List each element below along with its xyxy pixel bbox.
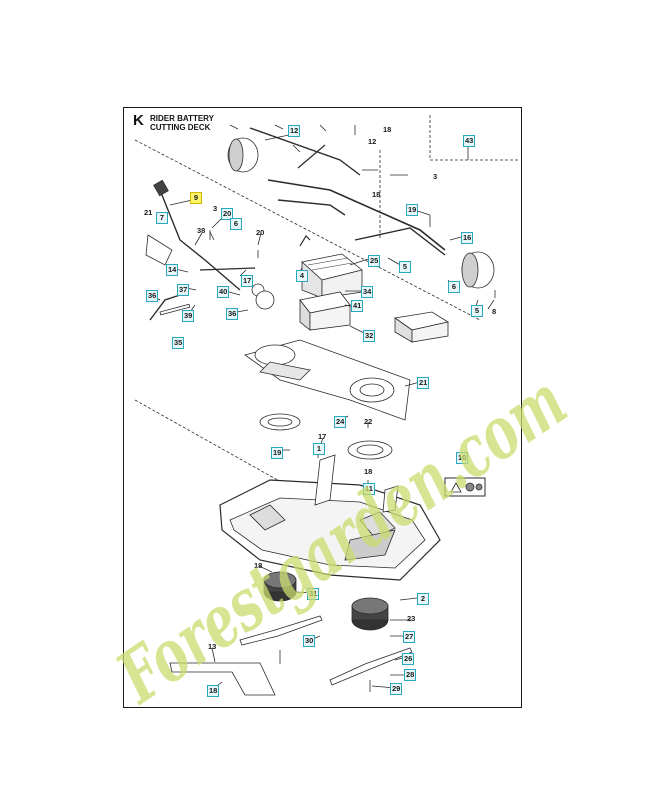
callout-19[interactable]: 19 [406,204,419,216]
callout-35[interactable]: 35 [172,337,185,349]
callout-18[interactable]: 18 [207,685,220,697]
callout-11[interactable]: 11 [363,483,375,495]
callout-18[interactable]: 18 [372,190,381,199]
section-title: RIDER BATTERY CUTTING DECK [150,114,214,132]
callout-13[interactable]: 13 [208,642,217,651]
callout-1[interactable]: 1 [313,443,325,455]
callout-3[interactable]: 3 [213,204,218,213]
callout-5[interactable]: 5 [471,305,483,317]
callout-3[interactable]: 3 [433,172,438,181]
callout-36[interactable]: 36 [226,308,239,320]
callout-21[interactable]: 21 [417,377,430,389]
section-title-line2: CUTTING DECK [150,123,211,132]
callout-18[interactable]: 18 [254,561,263,570]
callout-21[interactable]: 21 [144,208,153,217]
left-blade [239,615,323,646]
callout-20[interactable]: 20 [221,208,234,220]
callout-36[interactable]: 36 [146,290,159,302]
callout-29[interactable]: 29 [390,683,403,695]
callout-39[interactable]: 39 [182,310,195,322]
callout-12[interactable]: 12 [368,137,377,146]
callout-26[interactable]: 26 [402,653,415,665]
callout-18[interactable]: 18 [383,125,392,134]
callout-34[interactable]: 34 [361,286,374,298]
diagram-frame [123,107,522,708]
callout-28[interactable]: 28 [404,669,417,681]
callout-30[interactable]: 30 [303,635,316,647]
callout-32[interactable]: 32 [363,330,376,342]
callout-31[interactable]: 31 [307,588,320,600]
callout-16[interactable]: 16 [461,232,474,244]
watermark-text: Forestgarden.com [101,358,581,720]
right-blade [329,647,413,686]
callout-8[interactable]: 8 [492,307,497,316]
callout-17[interactable]: 17 [241,275,254,287]
callout-41[interactable]: 41 [351,300,364,312]
callout-43[interactable]: 43 [463,135,476,147]
callout-20[interactable]: 20 [256,228,265,237]
section-title-line1: RIDER BATTERY [150,114,214,123]
callout-27[interactable]: 27 [403,631,416,643]
callout-23[interactable]: 23 [407,614,416,623]
callout-18[interactable]: 18 [364,467,373,476]
callout-9[interactable]: 9 [190,192,202,204]
callout-14[interactable]: 14 [166,264,179,276]
callout-19[interactable]: 19 [271,447,284,459]
callout-5[interactable]: 5 [399,261,411,273]
callout-37[interactable]: 37 [177,284,190,296]
callout-7[interactable]: 7 [156,212,168,224]
callout-4[interactable]: 4 [296,270,308,282]
callout-22[interactable]: 22 [364,417,373,426]
callout-2[interactable]: 2 [417,593,429,605]
callout-38[interactable]: 38 [197,226,206,235]
section-letter: K [133,112,144,129]
callout-25[interactable]: 25 [368,255,381,267]
callout-24[interactable]: 24 [334,416,347,428]
callout-6[interactable]: 6 [448,281,460,293]
callout-10[interactable]: 10 [456,452,469,464]
callout-6[interactable]: 6 [230,218,242,230]
callout-17[interactable]: 17 [318,432,327,441]
callout-12[interactable]: 12 [288,125,301,137]
callout-40[interactable]: 40 [217,286,230,298]
